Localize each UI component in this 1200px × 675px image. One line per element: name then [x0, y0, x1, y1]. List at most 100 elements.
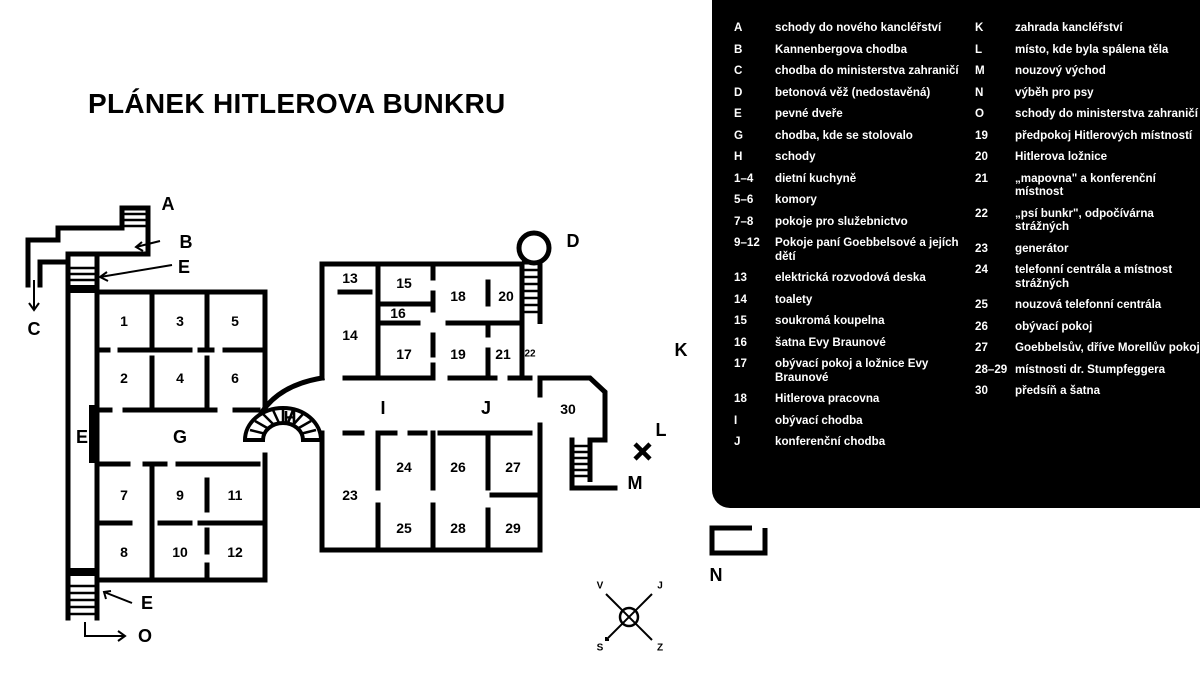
- legend-key: E: [734, 107, 742, 120]
- legend-description: Hitlerova ložnice: [1015, 150, 1108, 163]
- legend-key: I: [734, 413, 738, 427]
- legend-description: obývací chodba: [775, 413, 863, 427]
- room-25: 25: [396, 520, 412, 536]
- legend-description: místnosti dr. Stumpfeggera: [1015, 362, 1166, 376]
- room-30: 30: [560, 401, 576, 417]
- legend-key: 13: [734, 271, 747, 284]
- room-21: 21: [495, 346, 511, 362]
- legend-key: B: [734, 42, 743, 56]
- legend-description: pokoje pro služebnictvo: [775, 214, 908, 228]
- legend-description: schody: [775, 150, 816, 163]
- room-22: 22: [524, 349, 536, 360]
- legend-item: 21„mapovna" a konferenční místnost: [975, 172, 1200, 199]
- legend-key: 14: [734, 292, 747, 306]
- legend-description: Goebbelsův, dříve Morellův pokoj: [1015, 341, 1200, 354]
- legend-description: pevné dveře: [775, 107, 843, 120]
- legend-key: J: [734, 435, 741, 448]
- legend-description: nouzová telefonní centrála: [1015, 298, 1162, 311]
- legend-key: 9–12: [734, 236, 760, 249]
- room-17: 17: [396, 346, 412, 362]
- room-2: 2: [120, 370, 128, 386]
- marker-n: N: [710, 565, 723, 585]
- legend-key: K: [975, 21, 984, 34]
- room-1: 1: [120, 313, 128, 329]
- room-5: 5: [231, 313, 239, 329]
- room-18: 18: [450, 288, 466, 304]
- compass-west-label: S: [597, 643, 604, 654]
- legend-key: 28–29: [975, 362, 1008, 376]
- room-29: 29: [505, 520, 521, 536]
- legend-key: 1–4: [734, 171, 754, 185]
- legend-description: dietní kuchyně: [775, 171, 857, 185]
- legend-description: schody do nového kancléřství: [775, 21, 942, 34]
- marker-e-bottom: E: [141, 593, 153, 613]
- legend-key: 17: [734, 357, 747, 370]
- legend-item: 26 obývací pokoj: [975, 320, 1200, 334]
- legend-key: 24: [975, 263, 988, 276]
- legend-item: 7–8 pokoje pro služebnictvo: [734, 215, 979, 229]
- room-27: 27: [505, 459, 521, 475]
- legend-item: 24 telefonní centrála a místnost strážnýc…: [975, 263, 1200, 290]
- compass-south-label: Z: [657, 643, 663, 654]
- legend-key: 18: [734, 392, 747, 405]
- legend-description: obývací pokoj: [1015, 319, 1093, 333]
- room-4: 4: [176, 370, 184, 386]
- legend-key: 7–8: [734, 214, 754, 228]
- legend-key: O: [975, 107, 985, 120]
- room-11: 11: [228, 487, 243, 503]
- legend-key: 25: [975, 298, 988, 311]
- fortified-doors: [66, 285, 99, 576]
- staircases: [70, 212, 590, 616]
- legend-description: komory: [775, 193, 817, 206]
- legend-item: 28–29 místnosti dr. Stumpfeggera: [975, 363, 1200, 377]
- room-19: 19: [450, 346, 466, 362]
- compass-rose: V J S Z: [597, 581, 663, 654]
- pointer-arrows: [28, 240, 173, 642]
- compass-north-label: V: [597, 581, 604, 592]
- room-28: 28: [450, 520, 466, 536]
- room-14: 14: [342, 327, 358, 343]
- legend-key: 26: [975, 319, 988, 333]
- room-6: 6: [231, 370, 239, 386]
- legend-description: předpokoj Hitlerových místností: [1015, 128, 1193, 142]
- room-16: 16: [390, 305, 406, 321]
- marker-k: K: [675, 340, 688, 360]
- legend-key: 15: [734, 314, 747, 327]
- corridor-i: I: [380, 398, 385, 418]
- marker-labels: A B C D E E K L M N O: [28, 194, 723, 646]
- legend-key: 5–6: [734, 193, 754, 206]
- room-13: 13: [342, 270, 358, 286]
- marker-c: C: [28, 319, 41, 339]
- legend-description: předsíň a šatna: [1015, 384, 1101, 397]
- legend-description: telefonní centrála a místnost strážných: [1015, 263, 1173, 290]
- legend-key: 27: [975, 341, 988, 354]
- plan-title: PLÁNEK HITLEROVA BUNKRU: [88, 88, 506, 119]
- legend-description: místo, kde byla spálena těla: [1015, 42, 1169, 56]
- door-e-label-middle: E: [76, 427, 88, 447]
- legend-key: 21: [975, 171, 988, 185]
- legend-key: 30: [975, 384, 988, 397]
- legend-description: Kannenbergova chodba: [775, 42, 908, 56]
- legend-description: Pokoje paní Goebbelsové a jejích dětí: [775, 236, 959, 263]
- compass-east-label: J: [657, 581, 663, 592]
- legend-description: schody do ministerstva zahraničí: [1015, 107, 1198, 120]
- room-20: 20: [498, 288, 514, 304]
- room-15: 15: [396, 275, 412, 291]
- room-24: 24: [396, 459, 412, 475]
- legend-key: A: [734, 21, 743, 34]
